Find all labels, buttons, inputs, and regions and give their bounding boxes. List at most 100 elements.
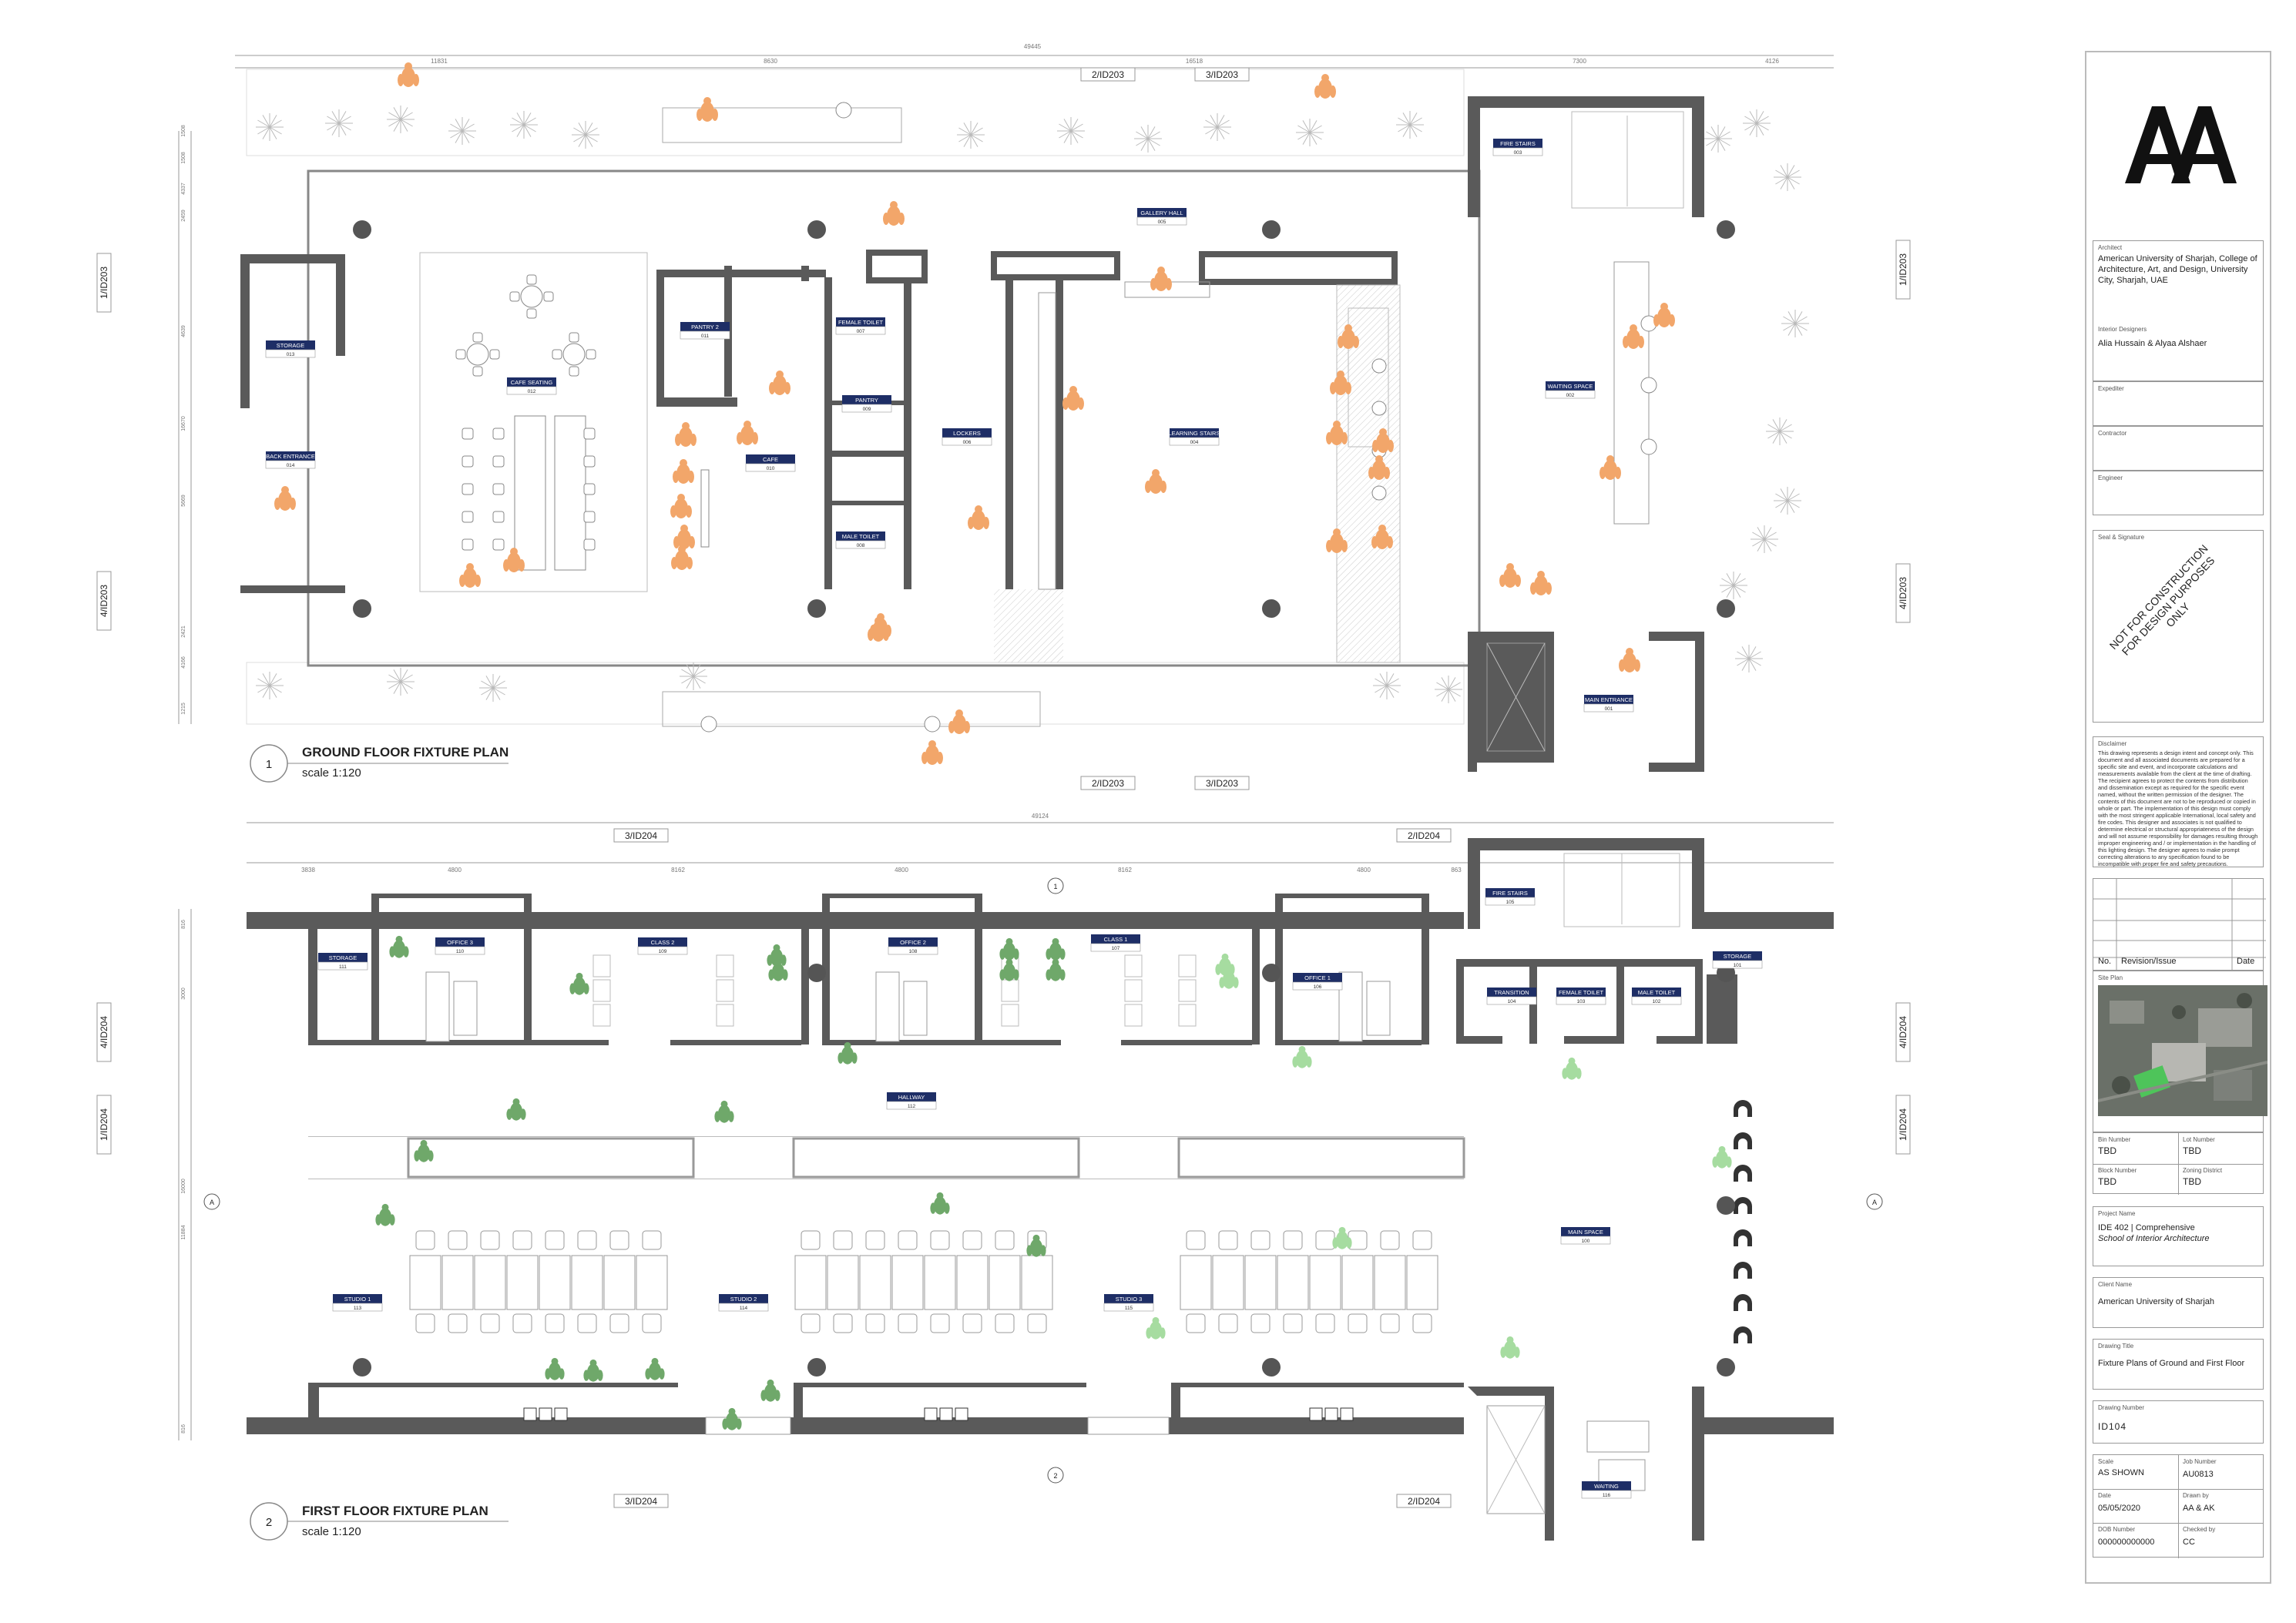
room-tag-num-bg xyxy=(1090,943,1141,952)
person-arm xyxy=(1669,314,1675,327)
column xyxy=(1262,220,1281,239)
stair-seat xyxy=(1371,485,1387,501)
tree-branch xyxy=(1379,685,1388,698)
person-figure xyxy=(1712,1145,1732,1169)
tree-branch xyxy=(1379,673,1388,686)
studio-chair xyxy=(865,1313,885,1333)
lot-info-section: Bin Number TBD Lot Number TBD Block Numb… xyxy=(2093,1132,2264,1195)
person-arm xyxy=(597,1370,603,1381)
room-tag-num-bg xyxy=(265,349,316,358)
tree-branch xyxy=(1733,573,1741,586)
seat xyxy=(1734,1132,1752,1149)
studio-chair xyxy=(801,1230,821,1250)
person-head xyxy=(404,62,412,70)
tree-branch xyxy=(1756,122,1769,131)
tree-branch xyxy=(958,134,972,143)
office-desk xyxy=(1366,981,1391,1036)
tree xyxy=(1735,645,1763,672)
person-arm xyxy=(1638,336,1644,348)
tree-branch xyxy=(1741,658,1750,671)
room-name: LEARNING STAIRS xyxy=(1169,430,1220,437)
person-head xyxy=(420,1139,428,1147)
dimension: 4800 xyxy=(895,867,908,874)
office-desk xyxy=(425,971,450,1042)
tree-branch xyxy=(269,685,282,693)
office-desk xyxy=(1338,971,1363,1042)
printer xyxy=(539,1407,552,1421)
section-reference: 3/ID204 xyxy=(613,828,669,843)
person-figure xyxy=(714,1100,734,1123)
person-arm xyxy=(675,434,681,446)
tree xyxy=(1751,525,1778,553)
person-arm xyxy=(673,536,680,548)
person-arm xyxy=(883,629,889,641)
room-number: 115 xyxy=(1125,1306,1133,1311)
studio-furniture xyxy=(409,954,1646,1491)
person-body xyxy=(717,1105,731,1123)
room-tag-bg xyxy=(1584,695,1633,704)
studio-chair xyxy=(1186,1230,1206,1250)
tree-branch xyxy=(462,123,475,132)
tree-branch xyxy=(1706,131,1719,139)
person-arm xyxy=(1546,582,1552,595)
person-head xyxy=(1630,324,1637,332)
person-head xyxy=(589,1359,597,1366)
person-arm xyxy=(1388,440,1394,452)
drawing-scale-1: scale 1:120 xyxy=(302,766,361,780)
ref-text: 1/ID204 xyxy=(99,1108,109,1141)
tree-branch xyxy=(585,122,593,136)
chair xyxy=(583,428,596,440)
tree-branch xyxy=(269,126,277,139)
person-arm xyxy=(545,1368,551,1380)
tree-branch xyxy=(492,676,501,689)
person-arm xyxy=(1634,659,1640,672)
studio-desk xyxy=(1180,1255,1212,1310)
room-tag-bg xyxy=(1713,951,1762,961)
tree-branch xyxy=(1748,651,1761,659)
printer xyxy=(939,1407,953,1421)
room-tag-bg xyxy=(266,451,315,461)
tree-branch xyxy=(963,134,972,147)
ref-box xyxy=(613,828,669,843)
studio-chair xyxy=(833,1230,853,1250)
person-figure xyxy=(760,1379,780,1402)
person-head xyxy=(281,486,289,494)
studio-chair xyxy=(1315,1313,1335,1333)
tree-branch xyxy=(1717,138,1730,146)
tree-branch xyxy=(1375,678,1388,686)
dimension: 16670 xyxy=(181,416,186,431)
room-tag-num-bg xyxy=(1545,390,1596,399)
tree xyxy=(1743,109,1771,137)
studio-desk xyxy=(989,1255,1021,1310)
person-figure xyxy=(921,740,943,765)
tree-branch xyxy=(1764,538,1777,547)
tree-branch xyxy=(269,673,277,686)
person-arm xyxy=(930,1202,936,1214)
drawing-title-value: Fixture Plans of Ground and First Floor xyxy=(2098,1359,2245,1368)
studio-desk xyxy=(1374,1255,1406,1310)
dimension: 16000 xyxy=(181,1179,186,1194)
person-arm xyxy=(1562,1068,1568,1079)
room-name: CAFE SEATING xyxy=(511,379,553,386)
class-desk xyxy=(1124,1004,1143,1027)
person-arm xyxy=(375,1214,381,1226)
person-figure xyxy=(1292,1045,1312,1068)
tree-branch xyxy=(693,676,701,689)
person-head xyxy=(1298,1045,1306,1053)
tree-branch xyxy=(492,687,501,700)
tree-branch xyxy=(400,119,413,127)
studio-chair xyxy=(512,1230,532,1250)
room-name: TRANSITION xyxy=(1494,989,1529,996)
person-arm xyxy=(712,109,718,121)
person-arm xyxy=(583,983,589,994)
seat-shape xyxy=(1734,1262,1752,1279)
person-head xyxy=(844,1041,851,1049)
marker-circle xyxy=(1866,1193,1883,1210)
studio-desk xyxy=(603,1255,636,1310)
person-arm xyxy=(686,557,693,569)
tree-branch xyxy=(1436,682,1449,690)
person-arm xyxy=(774,1390,780,1401)
